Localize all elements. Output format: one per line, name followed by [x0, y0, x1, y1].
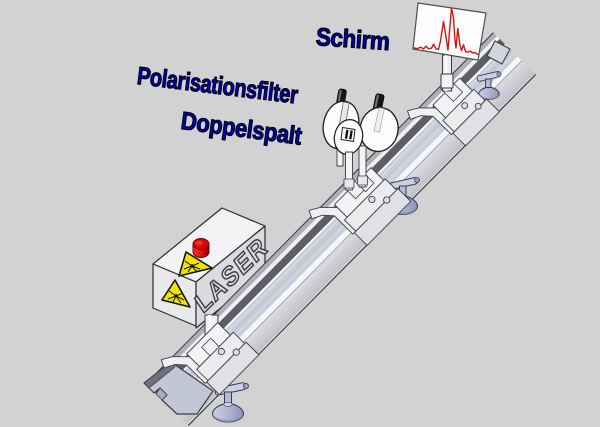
rail-end-cap-far: [486, 40, 511, 65]
laser-warning-icon: [178, 251, 213, 277]
optical-rail: [145, 32, 537, 427]
rod-clamp: [357, 175, 368, 186]
rider-screen: [407, 77, 500, 147]
slit: [344, 129, 349, 139]
slit: [349, 130, 353, 140]
filter-rod: [358, 145, 367, 188]
laser-box: LASER: [152, 207, 273, 329]
leveling-foot: [211, 382, 249, 423]
screen-rod: [440, 54, 454, 92]
rider-laser: [160, 322, 260, 396]
double-slit-disk: [333, 119, 364, 155]
laser-warning-icon: [161, 279, 191, 308]
polarization-filter-disk-2: [359, 93, 399, 153]
leveling-foot: [476, 71, 502, 100]
screen-card: [412, 2, 487, 61]
slit-plate: [340, 127, 356, 142]
screen-label: Schirm: [315, 22, 391, 57]
laser-button: [192, 238, 210, 258]
slit-rod: [345, 151, 353, 191]
rail-end-cap-near: [143, 361, 214, 415]
rider-filters: [308, 167, 412, 246]
diffraction-pattern: [413, 7, 479, 56]
rod-clamp: [343, 178, 355, 189]
